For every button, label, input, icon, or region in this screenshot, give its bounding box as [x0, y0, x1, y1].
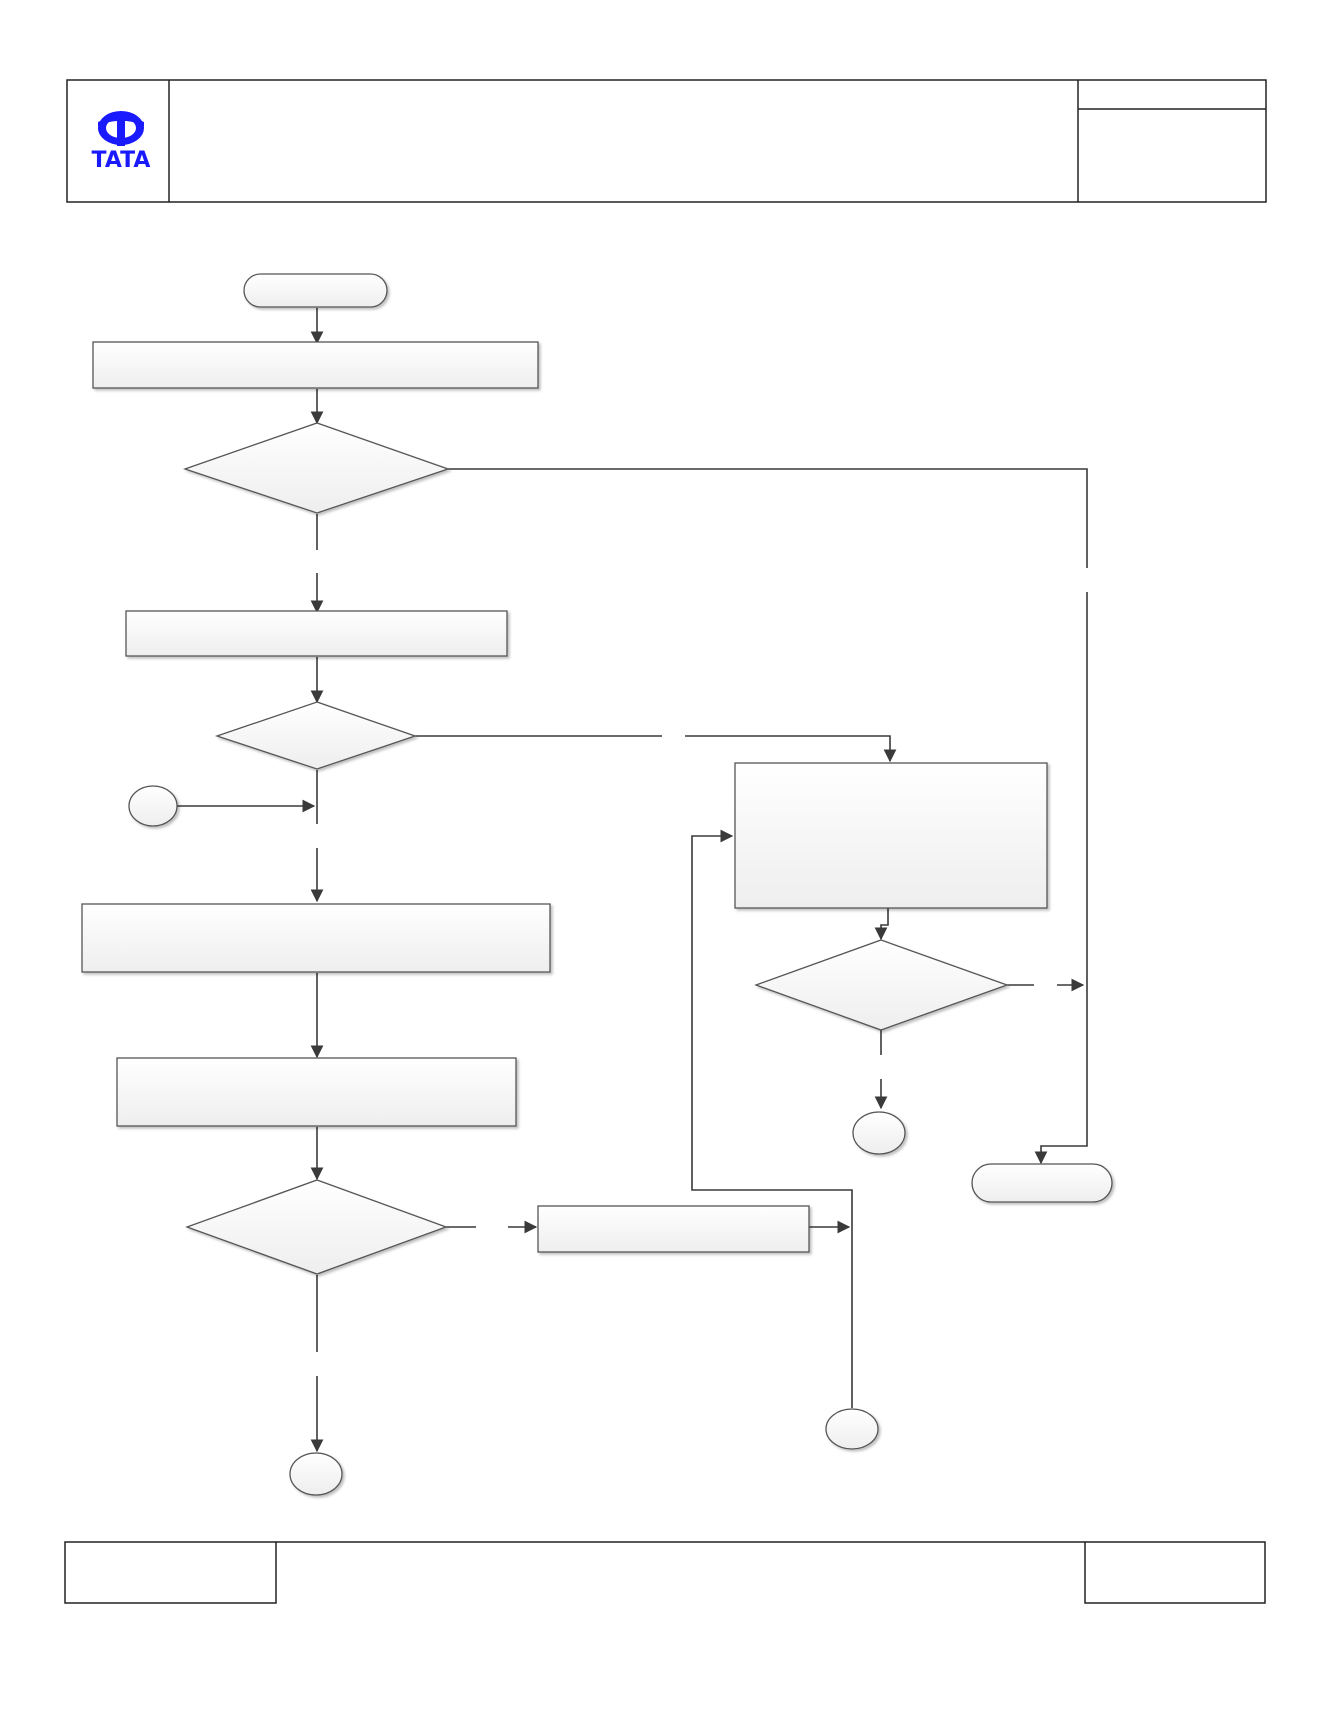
header-frame — [66, 79, 1267, 203]
shapes — [81, 273, 1113, 1496]
connector-loop-to-step-right — [691, 829, 853, 1408]
process-step-4 — [116, 1057, 517, 1127]
tata-emblem-icon — [98, 111, 144, 146]
connector-circle-c — [852, 1111, 906, 1155]
process-step-3 — [81, 903, 551, 973]
footer-left-box — [64, 1541, 277, 1604]
connector-stepright-to-decision4 — [874, 908, 889, 941]
process-step-right — [734, 762, 1048, 909]
footer-right-box — [1084, 1541, 1266, 1604]
connector-decision1-right-a — [448, 468, 1088, 568]
process-step-5 — [537, 1205, 810, 1253]
connector-circle-b — [825, 1408, 879, 1450]
footer-frame — [64, 1541, 1266, 1604]
decision-4 — [754, 939, 1009, 1031]
logo-wordmark: TATA — [92, 148, 151, 173]
connectors — [176, 308, 1088, 1453]
end-terminator — [971, 1163, 1113, 1203]
decision-3 — [185, 1179, 448, 1275]
process-step-1 — [92, 341, 539, 389]
header-outer-box — [66, 79, 1267, 203]
decision-1 — [182, 422, 451, 514]
connector-decision1-right-to-end — [1034, 592, 1088, 1165]
connector-circle-a — [128, 785, 178, 827]
start-terminator — [243, 273, 388, 308]
connector-decision2-right-b — [685, 735, 897, 763]
process-step-2 — [125, 610, 508, 657]
connector-circle-bottom — [289, 1452, 343, 1496]
tata-logo: TATA — [92, 111, 151, 173]
decision-2 — [214, 701, 418, 770]
